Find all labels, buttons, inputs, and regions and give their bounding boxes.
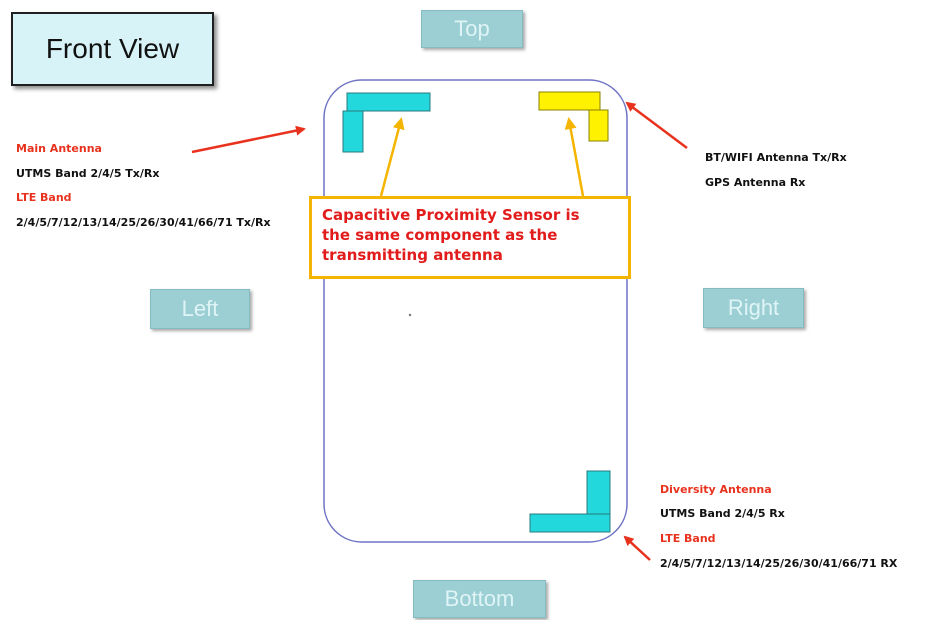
callout-line-3: transmitting antenna [322, 246, 503, 264]
main-antenna-utms: UTMS Band 2/4/5 Tx/Rx [16, 167, 160, 180]
callout-line-1: Capacitive Proximity Sensor is [322, 206, 580, 224]
diversity-antenna-arrow [623, 535, 651, 561]
main-antenna-lte-heading: LTE Band [16, 191, 72, 204]
bt-wifi-antenna-arrow [625, 101, 688, 149]
callout-line-2: the same component as the [322, 226, 558, 244]
gps-antenna-label: GPS Antenna Rx [705, 176, 806, 189]
diversity-antenna-lte-heading: LTE Band [660, 532, 716, 545]
main-antenna-lte-bands: 2/4/5/7/12/13/14/25/26/30/41/66/71 Tx/Rx [16, 216, 271, 229]
device-outline [323, 79, 628, 543]
sensor-arrow-main [379, 117, 405, 197]
diversity-antenna-heading: Diversity Antenna [660, 483, 772, 496]
diversity-antenna-utms: UTMS Band 2/4/5 Rx [660, 507, 785, 520]
main-antenna-arrow [191, 125, 306, 154]
diversity-antenna-lte-bands: 2/4/5/7/12/13/14/25/26/30/41/66/71 RX [660, 557, 898, 570]
right-side-label: Right [703, 288, 804, 328]
main-antenna-shape [342, 92, 431, 153]
diversity-antenna-shape [529, 470, 611, 533]
page-title: Front View [11, 12, 214, 86]
bt-wifi-antenna-label: BT/WIFI Antenna Tx/Rx [705, 151, 847, 164]
left-side-label: Left [150, 289, 250, 329]
main-antenna-heading: Main Antenna [16, 142, 102, 155]
sensor-arrow-bt [564, 117, 585, 197]
device-center-dot [408, 313, 412, 317]
bottom-side-label: Bottom [413, 580, 546, 618]
top-side-label: Top [421, 10, 523, 48]
bt-wifi-antenna-shape [538, 91, 609, 142]
proximity-sensor-callout: Capacitive Proximity Sensor is the same … [309, 196, 631, 279]
